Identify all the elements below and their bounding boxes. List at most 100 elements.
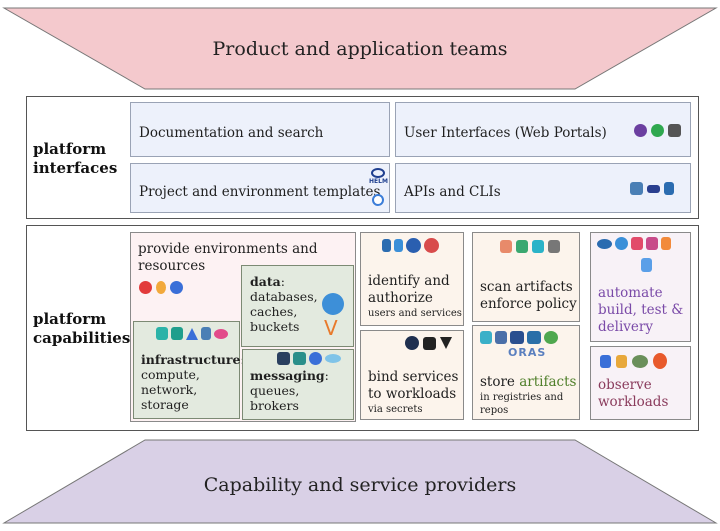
platform-capabilities-label: platform capabilities [33, 310, 130, 348]
messaging-desc-1: queues, [250, 383, 300, 398]
store-prefix: store [480, 374, 520, 390]
store-word: artifacts [519, 374, 577, 390]
user-interfaces-label: User Interfaces (Web Portals) [404, 125, 607, 141]
flux-icon [631, 237, 643, 250]
automate-line1: automate [598, 285, 663, 301]
store-sub-line1: in registries and [480, 392, 564, 403]
keptn-icon [641, 258, 652, 272]
v-icon: V [324, 316, 338, 340]
data-colon: : [280, 274, 285, 289]
observe-line2: workloads [598, 394, 669, 410]
vault-round-icon [405, 336, 419, 350]
sliders-icon [394, 239, 403, 252]
key-box-icon [423, 336, 436, 350]
hat-icon [647, 184, 660, 193]
tekton-icon [646, 237, 658, 250]
capabilities-label-line1: platform [33, 310, 107, 328]
alien-icon [651, 124, 664, 137]
bowl-icon [597, 238, 612, 249]
zot-icon [480, 331, 492, 344]
infra-title: infrastructure [141, 352, 241, 367]
sailboat-icon [664, 182, 674, 195]
bind-icons [405, 336, 452, 350]
scan-line1: scan artifacts [480, 279, 573, 295]
data-desc-2: caches, [250, 304, 298, 319]
backstage-icon [634, 124, 647, 137]
pencil-icon [616, 354, 627, 368]
provide-icons [139, 281, 183, 294]
top-band-shape [2, 7, 718, 90]
location-icon [372, 194, 384, 206]
scan-icons [500, 240, 560, 253]
documentation-search-box: Documentation and search [130, 102, 390, 157]
messaging-icons [277, 352, 341, 365]
flame-icon [156, 281, 166, 294]
automate-line3: delivery [598, 319, 653, 335]
hexagon-icon [171, 327, 183, 340]
argo-icon [615, 237, 628, 250]
messaging-title: messaging [250, 368, 325, 383]
bottom-band-label: Capability and service providers [203, 474, 517, 496]
kyverno-icon [532, 240, 544, 253]
cube-stack-icon [630, 182, 643, 195]
observe-icons [600, 353, 667, 369]
scan-line2: enforce policy [480, 296, 577, 312]
tree-icon [516, 240, 528, 253]
data-title: data [250, 274, 281, 289]
identify-authorize-box: identify and authorize users and service… [360, 232, 464, 326]
cloud-icon [325, 354, 341, 363]
platform-interfaces-label: platform interfaces [33, 140, 117, 178]
ui-icons [634, 124, 681, 137]
messaging-colon: : [324, 368, 329, 383]
messaging-desc-2: brokers [250, 398, 299, 413]
network-icon [500, 240, 512, 253]
harbor-icon [527, 331, 541, 344]
gopher-icon [322, 293, 344, 315]
helm-icon: HELM [369, 168, 388, 185]
provide-line1: provide environments and [138, 241, 318, 257]
infrastructure-box: infrastructure: compute, network, storag… [133, 321, 245, 419]
nexus-icon [544, 331, 558, 344]
infra-icons [156, 327, 228, 340]
cube-icon [668, 124, 681, 137]
documentation-search-label: Documentation and search [139, 125, 324, 141]
spiffe-icon [424, 238, 439, 253]
identify-line2: authorize [368, 290, 433, 306]
ci-box-icon [510, 331, 524, 344]
oras-icon: ORAS [508, 346, 547, 359]
identify-icons [382, 238, 439, 253]
triangle-icon [186, 327, 198, 340]
infra-desc-2: network, [141, 382, 198, 397]
data-box: data: databases, caches, buckets [241, 265, 354, 347]
layers-icon [156, 327, 168, 340]
capabilities-label-line2: capabilities [33, 329, 131, 347]
templates-box: Project and environment templates [130, 163, 390, 213]
links-icon [214, 328, 228, 339]
bottom-band-shape [2, 439, 718, 524]
jenkins-icon [661, 237, 671, 250]
bind-sub: via secrets [368, 404, 423, 415]
prometheus-icon [653, 353, 667, 369]
interfaces-label-line1: platform [33, 140, 107, 158]
observe-line1: observe [598, 377, 652, 393]
data-desc-1: databases, [250, 289, 318, 304]
telescope-icon [600, 354, 611, 368]
shield-round-icon [406, 238, 421, 253]
interfaces-label-line2: interfaces [33, 159, 118, 177]
top-band-label: Product and application teams [212, 38, 508, 60]
provide-line2: resources [138, 258, 206, 274]
vault-triangle-icon [440, 337, 452, 349]
automate-box: automate build, test & delivery [590, 232, 691, 342]
apis-clis-label: APIs and CLIs [404, 184, 501, 200]
box-icon [201, 327, 211, 340]
bolt-icon [139, 281, 152, 294]
infra-desc-3: storage [141, 397, 189, 412]
infra-desc-1: compute, [141, 367, 200, 382]
automate-icons [597, 237, 671, 250]
kubernetes-icon [170, 281, 183, 294]
helm-text: HELM [369, 178, 388, 185]
bind-line2: to workloads [368, 386, 457, 402]
data-desc-3: buckets [250, 319, 300, 334]
registry-icon [495, 331, 507, 344]
